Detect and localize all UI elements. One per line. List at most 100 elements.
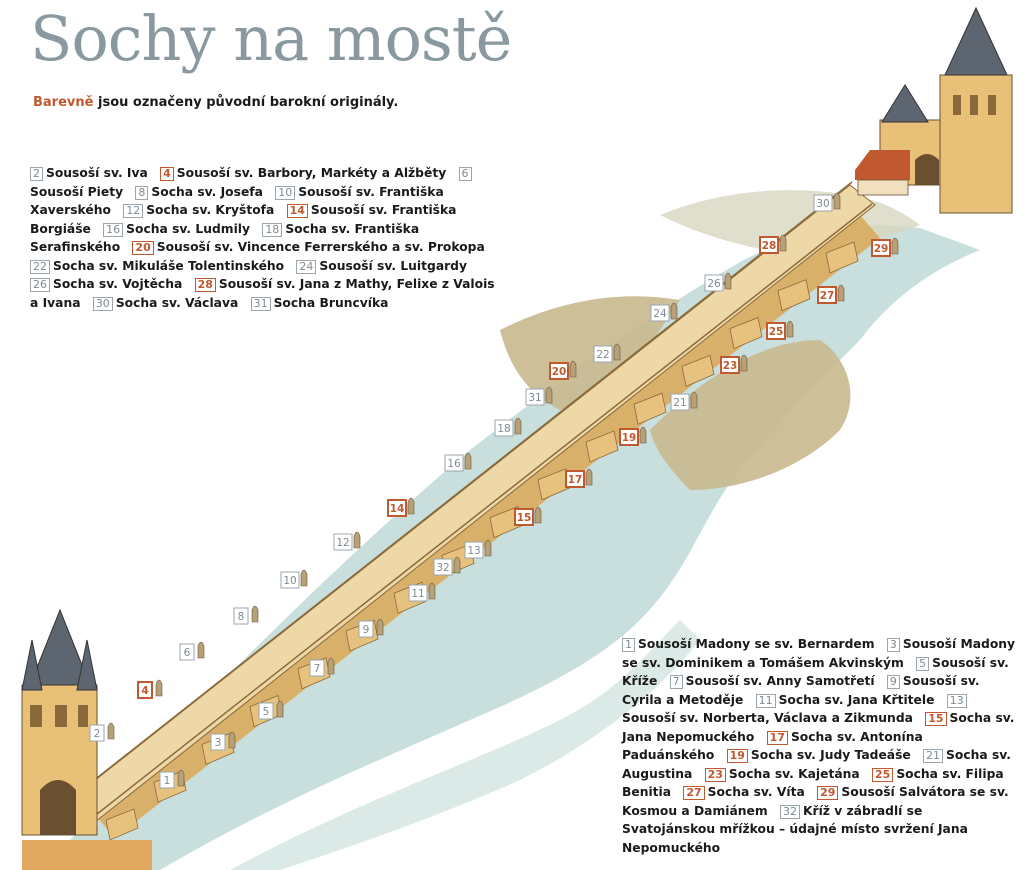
marker-box	[720, 356, 740, 374]
legend-name: Socha sv. Filipa Benitia	[622, 766, 1004, 800]
marker-box	[871, 239, 891, 257]
legend-number: 26	[30, 278, 50, 292]
statue-figure	[690, 391, 698, 409]
map-marker: 10	[280, 571, 300, 589]
map-marker: 17	[565, 470, 585, 488]
legend-number: 15	[925, 712, 947, 726]
marker-box	[525, 388, 545, 406]
marker-number: 6	[184, 647, 191, 659]
marker-number: 22	[596, 349, 609, 361]
map-marker: 6	[179, 643, 195, 661]
legend-name: Sousoší Salvátora se sv. Kosmou a Damián…	[622, 785, 1009, 818]
legend-name: Socha sv. Kajetána	[728, 766, 860, 781]
kampa-island	[500, 296, 680, 410]
legend-name: Sousoší Madony se sv. Dominikem a Tomáše…	[622, 637, 1016, 670]
marker-box	[333, 533, 353, 551]
marker-number: 7	[314, 663, 321, 675]
legend-name: Socha Bruncvíka	[273, 295, 389, 310]
marker-number: 10	[283, 575, 296, 587]
legend-number: 2	[30, 167, 43, 181]
legend-number: 27	[683, 786, 705, 800]
legend-number: 22	[30, 259, 50, 274]
legend-number: 24	[296, 259, 317, 274]
marker-box	[137, 681, 153, 699]
marker-number: 24	[653, 308, 667, 320]
legend-number: 32	[779, 804, 800, 819]
map-marker: 25	[766, 322, 786, 340]
marker-box	[494, 419, 514, 437]
map-marker: 9	[358, 620, 374, 638]
legend-name: Sousoší Madony se sv. Bernardem	[638, 637, 875, 651]
subtitle-highlight: Barevně	[33, 95, 94, 110]
bridge-pier	[729, 317, 763, 350]
legend-name: Sousoší Piety	[30, 184, 124, 199]
map-marker: 29	[871, 239, 891, 257]
legend-number: 25	[872, 767, 894, 782]
map-marker: 14	[387, 499, 407, 517]
marker-box	[159, 771, 175, 789]
legend-number: 1	[622, 638, 635, 652]
marker-number: 12	[336, 537, 349, 549]
marker-number: 13	[467, 545, 480, 557]
map-marker: 22	[593, 345, 613, 363]
statue-figure	[228, 731, 236, 749]
marker-number: 3	[215, 737, 222, 749]
statue-figure	[407, 497, 415, 515]
statue-figure	[251, 605, 259, 623]
marker-box	[593, 345, 613, 363]
marker-box	[408, 584, 428, 602]
legend-number: 12	[123, 204, 144, 218]
legend-name: Sousoší sv. Františka Xaverského	[30, 184, 444, 218]
marker-box	[89, 724, 105, 742]
marker-number: 30	[816, 198, 829, 210]
marker-number: 1	[164, 775, 171, 787]
legend-number: 29	[817, 786, 839, 800]
statue-figure	[276, 700, 284, 718]
legend-name: Sousoší sv. Kříže	[622, 655, 1009, 689]
statue-figure	[177, 769, 185, 787]
map-marker: 27	[817, 286, 837, 304]
marker-number: 29	[874, 243, 889, 255]
legend-name: Sousoší sv. Barbory, Markéty a Alžběty	[176, 166, 447, 180]
legend-number: 11	[755, 693, 776, 708]
statue-figure	[613, 343, 621, 361]
statue-figure	[376, 618, 384, 636]
legend-name: Socha sv. Jana Křtitele	[778, 692, 935, 707]
bridge-pier	[585, 430, 619, 463]
legend-number: 13	[946, 693, 967, 708]
page-title: Sochy na mostě	[30, 2, 512, 75]
legend-number: 21	[923, 749, 944, 763]
marker-number: 2	[94, 728, 101, 740]
legend-name: Socha sv. Kryštofa	[146, 203, 275, 217]
bridge-pier	[633, 392, 667, 425]
map-marker: 7	[309, 659, 325, 677]
old-town-bridge-tower	[21, 608, 152, 870]
legend-number: 16	[103, 222, 124, 237]
legend-number: 8	[135, 185, 149, 200]
marker-number: 21	[673, 397, 686, 409]
legend-name: Socha sv. Judy Tadeáše	[750, 748, 911, 762]
statue-figure	[786, 320, 794, 338]
marker-number: 14	[390, 503, 405, 515]
statue-figure	[891, 237, 899, 255]
statue-figure	[833, 192, 841, 210]
legend-number: 31	[250, 296, 271, 311]
map-marker: 32	[433, 558, 453, 576]
map-marker: 24	[650, 304, 670, 322]
legend-name: Sousoší sv. Luitgardy	[319, 258, 467, 273]
map-marker: 2	[89, 724, 105, 742]
